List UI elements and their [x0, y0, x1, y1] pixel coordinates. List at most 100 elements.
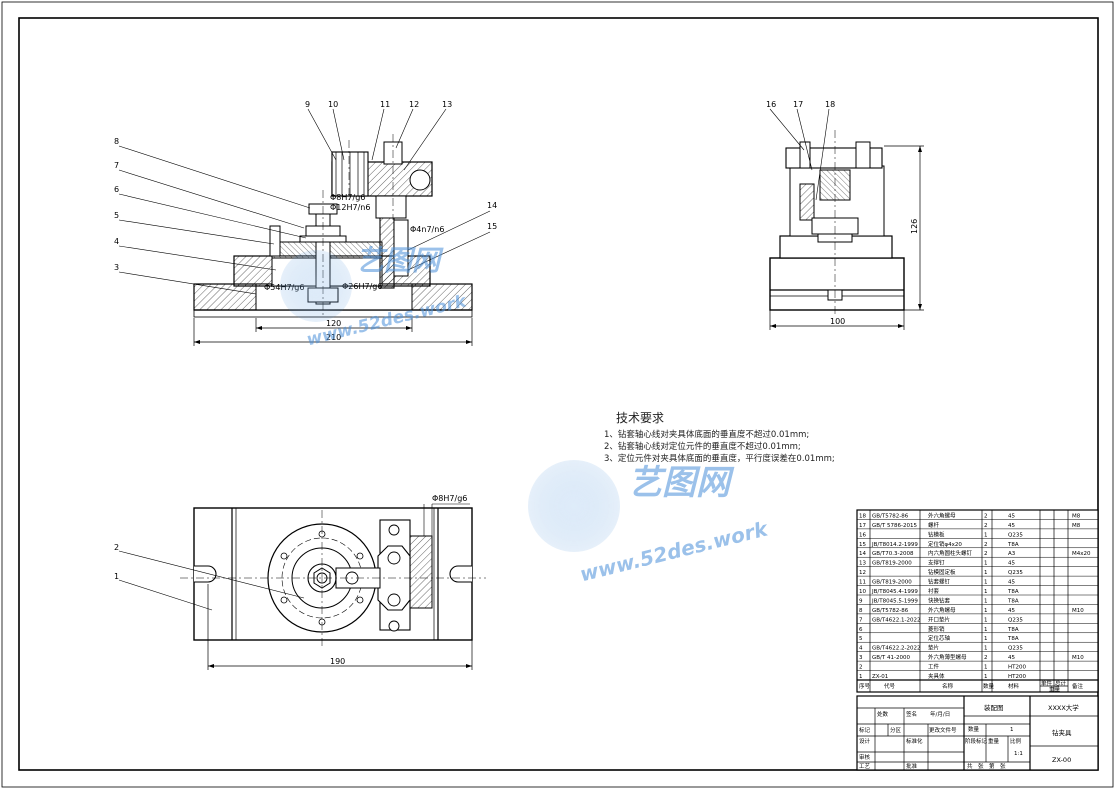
- balloon-11: 11: [380, 100, 390, 109]
- bom-cell-qty: 1: [984, 636, 988, 642]
- bom-h-qty: 数量: [983, 682, 995, 690]
- tb-drawing-no: ZX-00: [1052, 756, 1071, 764]
- tb-sign-label: 签名: [906, 710, 917, 718]
- tb-checker-label: 审核: [859, 753, 871, 761]
- top-view: Φ8H7/g6 2 1 190: [114, 494, 486, 670]
- bom-cell-code: ZX-01: [872, 674, 888, 680]
- bom-cell-mat: 45: [1008, 655, 1015, 661]
- front-view: 9 10 11 12 13 8 7 6 5 4 3 14 15 Φ8H7/g6 …: [114, 100, 497, 346]
- bom-cell-no: 3: [859, 655, 863, 661]
- bom-cell-qty: 1: [984, 561, 988, 567]
- bom-cell-no: 2: [859, 665, 863, 671]
- side-view: 16 17 18 126 100: [766, 100, 924, 330]
- bom-cell-qty: 1: [984, 589, 988, 595]
- bom-cell-name: 钻模固定板: [928, 568, 956, 576]
- bom-cell-no: 14: [859, 551, 866, 557]
- balloon-14: 14: [487, 201, 497, 210]
- bom-h-unit: 单件: [1041, 679, 1053, 687]
- tb-qty-value: 1: [1010, 727, 1014, 733]
- bom-cell-mat: T8A: [1007, 589, 1019, 595]
- bom-cell-mat: T8A: [1007, 542, 1019, 548]
- bom-cell-mat: 45: [1008, 523, 1015, 529]
- tech-line-2: 2、钻套轴心线对定位元件的垂直度不超过0.01mm;: [604, 441, 801, 452]
- balloon-17: 17: [793, 100, 803, 109]
- dim-210: 210: [326, 333, 341, 342]
- bom-cell-mat: T8A: [1007, 636, 1019, 642]
- tb-school: XXXX大学: [1048, 703, 1079, 712]
- bom-cell-code: GB/T70.3-2008: [872, 551, 914, 557]
- bom-cell-name: 外六角薄型螺母: [928, 653, 967, 661]
- bom-cell-code: GB/T5782-86: [872, 513, 909, 519]
- balloon-4: 4: [114, 237, 119, 246]
- bom-cell-qty: 2: [984, 551, 988, 557]
- tb-scale-label: 比例: [1010, 737, 1022, 745]
- bom-cell-name: 夹具体: [928, 672, 945, 680]
- bom-cell-no: 17: [859, 523, 866, 529]
- bom-cell-no: 9: [859, 598, 863, 604]
- balloon-1: 1: [114, 572, 119, 581]
- tb-process-label: 工艺: [859, 763, 871, 770]
- watermark-brand-1: 艺图网: [356, 244, 444, 277]
- bom-cell-no: 4: [859, 646, 863, 652]
- bom-cell-mat: Q235: [1008, 570, 1023, 576]
- fit-label-12: Φ12H7/n6: [330, 203, 370, 212]
- bom-cell-code: GB/T819-2000: [872, 580, 912, 586]
- bom-cell-qty: 1: [984, 665, 988, 671]
- bom-cell-no: 15: [859, 542, 866, 548]
- bom-cell-code: GB/T5782-86: [872, 608, 909, 614]
- tb-count-label: 处数: [877, 710, 889, 718]
- fit-label-4: Φ4n7/n6: [410, 225, 444, 234]
- tb-sheets-label: 共 张 第 张: [967, 762, 1006, 770]
- tb-weight-label: 重量: [988, 737, 1000, 745]
- bom-cell-qty: 1: [984, 627, 988, 633]
- balloon-16: 16: [766, 100, 776, 109]
- bom-cell-name: 定位芯轴: [928, 634, 951, 642]
- bom-cell-name: 开口垫片: [928, 615, 950, 623]
- bom-cell-name: 外六角螺母: [928, 511, 956, 519]
- bom-cell-note: M4x20: [1072, 551, 1091, 557]
- bom-cell-mat: HT200: [1008, 665, 1026, 671]
- balloon-7: 7: [114, 161, 119, 170]
- bom-cell-code: GB/T 5786-2015: [872, 523, 917, 529]
- bom-cell-name: 钻套螺钉: [928, 578, 951, 586]
- tb-qty-label: 数量: [968, 725, 980, 733]
- balloon-13: 13: [442, 100, 452, 109]
- bom-cell-no: 6: [859, 627, 863, 633]
- bom-cell-no: 16: [859, 532, 866, 538]
- bom-cell-qty: 1: [984, 532, 988, 538]
- bom-cell-no: 13: [859, 561, 866, 567]
- bom-cell-mat: T8A: [1007, 627, 1019, 633]
- bom-cell-note: M8: [1072, 513, 1081, 519]
- bom-cell-mat: 45: [1008, 608, 1015, 614]
- bom-cell-qty: 2: [984, 655, 988, 661]
- dim-126: 126: [910, 219, 919, 234]
- bom-h-total: 总计: [1055, 679, 1067, 687]
- bom-cell-note: M8: [1072, 523, 1081, 529]
- bom-cell-note: M10: [1072, 608, 1084, 614]
- tb-mark-label: 标记: [859, 726, 871, 734]
- bom-cell-name: 菱形销: [928, 625, 945, 633]
- bom-h-mat: 材料: [1008, 682, 1020, 690]
- bom-cell-note: M10: [1072, 655, 1084, 661]
- dim-190: 190: [330, 657, 345, 666]
- bom-cell-mat: Q235: [1008, 617, 1023, 623]
- bom-cell-mat: 45: [1008, 513, 1015, 519]
- tech-line-1: 1、钻套轴心线对夹具体底面的垂直度不超过0.01mm;: [604, 429, 809, 440]
- bom-cell-mat: Q235: [1008, 532, 1023, 538]
- balloon-15: 15: [487, 222, 497, 231]
- bom-cell-mat: HT200: [1008, 674, 1026, 680]
- bom-cell-no: 10: [859, 589, 866, 595]
- balloon-18: 18: [825, 100, 835, 109]
- bom-cell-qty: 2: [984, 513, 988, 519]
- tech-line-3: 3、定位元件对夹具体底面的垂直度，平行度误差在0.01mm;: [604, 453, 835, 464]
- bom-cell-code: JB/T8045.4-1999: [871, 589, 918, 595]
- tb-stage-label: 阶段标记: [965, 737, 988, 745]
- bom-cell-no: 5: [859, 636, 863, 642]
- bom-cell-mat: Q235: [1008, 646, 1023, 652]
- bom-cell-name: 钻模板: [928, 530, 945, 538]
- bom-cell-code: GB/T4622.2-2022: [872, 646, 920, 652]
- tb-designer-label: 设计: [859, 737, 871, 745]
- bom-cell-no: 11: [859, 580, 866, 586]
